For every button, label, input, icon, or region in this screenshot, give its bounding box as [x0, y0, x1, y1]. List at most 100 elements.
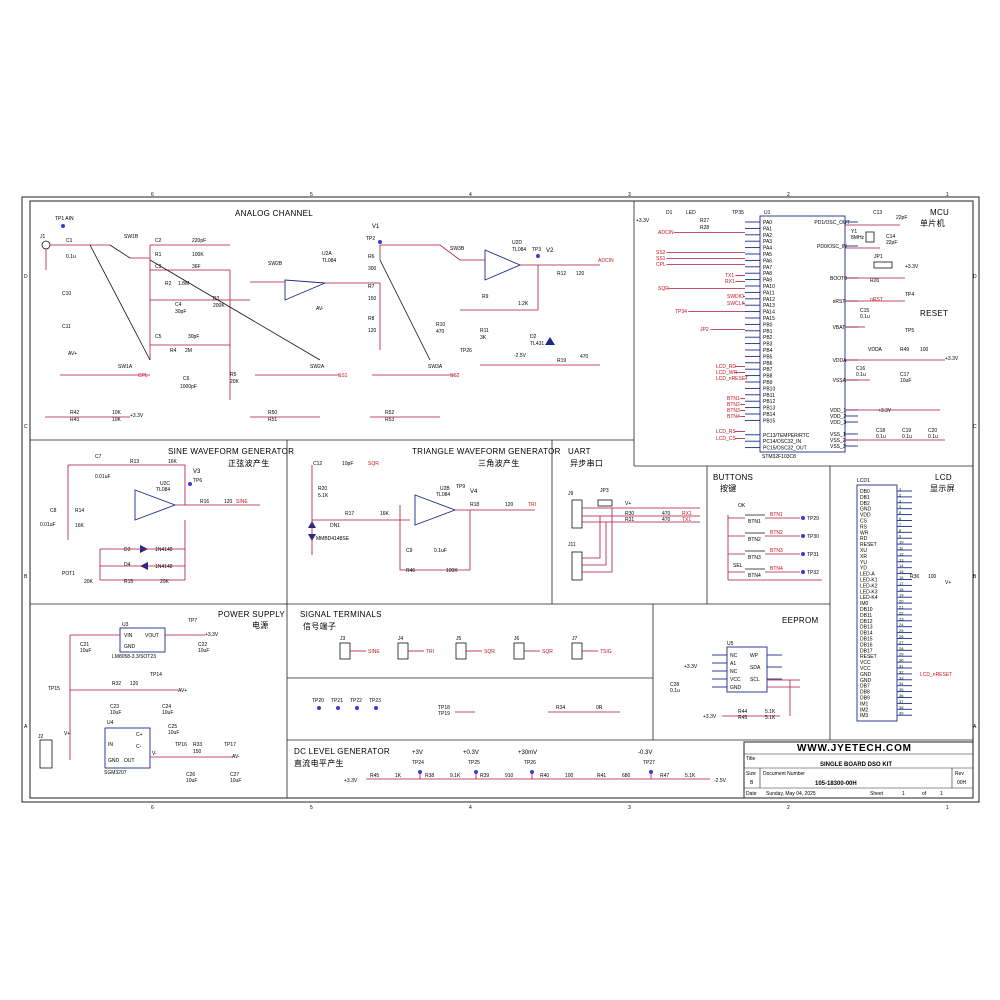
- button-4-ref: BTN4: [748, 573, 761, 579]
- mcu-pin-pa12: PA12: [763, 297, 775, 303]
- r11-label: R11: [480, 328, 489, 334]
- rev-label: Rev: [955, 771, 964, 777]
- mcu-net-sqr: SQR: [658, 286, 669, 292]
- cpl-net: CPL: [138, 373, 148, 379]
- mcu-pin-nrst: nRST: [833, 299, 846, 305]
- d3-value: 1N4148: [155, 547, 173, 553]
- u5-body: [726, 646, 768, 693]
- dc-tp24: TP24: [412, 760, 424, 766]
- c4-label: C4: [175, 302, 182, 308]
- r12-label: R12: [557, 271, 566, 277]
- buttons-title-cn: 按键: [720, 483, 737, 493]
- eeprom-pin-scl: SCL: [750, 677, 760, 683]
- tp-tp20-dot: [317, 706, 321, 710]
- lcd-pin-db12: DB12: [860, 619, 873, 625]
- dc-tp26: TP26: [524, 760, 536, 766]
- r36-label: R36: [910, 574, 919, 580]
- jp3-label: JP3: [600, 488, 609, 494]
- zone-col-bottom-2: 2: [787, 805, 790, 811]
- zone-row-left-B: B: [24, 574, 28, 580]
- dc-tp27: TP27: [643, 760, 655, 766]
- c8-label: C8: [50, 508, 57, 514]
- lcd-pin-num: 1: [899, 487, 902, 492]
- tp17-label: TP17: [224, 742, 236, 748]
- lcd-pin-num: 9: [899, 534, 902, 539]
- r34-value: 0R: [596, 705, 603, 711]
- mcu-pin-boot0: BOOT0: [830, 276, 847, 282]
- lcd-pin-db16: DB16: [860, 642, 873, 648]
- button-3-tp-dot: [801, 552, 805, 556]
- c8-value: 0.01uF: [40, 522, 56, 528]
- lcd-pin-vcc: VCC: [860, 666, 871, 672]
- title-label: Title: [746, 756, 755, 762]
- mcu-net-cpl: CPL: [656, 262, 666, 268]
- r46-label: R46: [406, 568, 415, 574]
- eeprom-pin-wp: WP: [750, 653, 759, 659]
- lcd-pin-num: 38: [899, 705, 904, 710]
- mcu-pin-pb15: PB15: [763, 418, 775, 424]
- c22-value: 10uF: [198, 648, 209, 654]
- lcd-vplus: V+: [945, 580, 951, 586]
- c3-label: C3: [155, 264, 162, 270]
- r2-value: 1.8M: [178, 281, 189, 287]
- lcd-pin-db0: DB0: [860, 489, 870, 495]
- r17-value: 16K: [380, 511, 390, 517]
- tp1-dot: [61, 224, 65, 228]
- lcd-pin-db1: DB1: [860, 495, 870, 501]
- u4-gnd: GND: [108, 758, 120, 764]
- u4-cminus: C-: [136, 744, 142, 750]
- tp3-label: TP3: [532, 247, 541, 253]
- lcd-pin-im3: IM3: [860, 713, 869, 719]
- lcd-pin-im2: IM2: [860, 707, 869, 713]
- mcu-pin-pa3: PA3: [763, 239, 772, 245]
- title-block: WWW.JYETECH.COM Title SINGLE BOARD DSO K…: [743, 741, 974, 799]
- button-4-net: BTN4: [770, 566, 783, 572]
- d3-label: D3: [124, 547, 131, 553]
- size-value: B: [750, 780, 754, 786]
- u2a-label: U2A: [322, 251, 332, 257]
- lcd-pin-num: 14: [899, 563, 904, 568]
- r49-label: R49: [900, 347, 909, 353]
- dc-tp24-dot: [418, 770, 422, 774]
- u5-label: U5: [727, 641, 734, 647]
- jyetech-url: WWW.JYETECH.COM: [797, 743, 912, 754]
- c23-label: C23: [110, 704, 119, 710]
- mcu-pin-pb3: PB3: [763, 342, 773, 348]
- lcd-pin-im1: IM1: [860, 701, 869, 707]
- pot1-value: 20K: [84, 579, 94, 585]
- u4-out: OUT: [124, 758, 135, 764]
- sw1a-label: SW1A: [118, 364, 133, 370]
- power-title: POWER SUPPLY: [218, 610, 285, 619]
- tp6-label: TP6: [193, 478, 202, 484]
- title-value: SINGLE BOARD DSO KIT: [820, 762, 892, 768]
- u4-vminus: V-: [152, 751, 157, 757]
- r26-label: R26: [870, 278, 879, 284]
- lcd-pin-num: 13: [899, 557, 904, 562]
- lcd-pin-xu: XU: [860, 548, 867, 554]
- c12-label: C12: [313, 461, 322, 467]
- lcd-pin-db8: DB8: [860, 690, 870, 696]
- lcd-pin-im0: IM0: [860, 601, 869, 607]
- mcu-pin-pc13-temper-rtc: PC13/TEMPER/RTC: [763, 433, 810, 439]
- dc-neg: -2.5V: [714, 778, 727, 784]
- date-value: Sunday, May 04, 2025: [766, 791, 816, 797]
- dc-level-2: +30mV: [518, 750, 537, 756]
- zone-col-top-3: 3: [628, 192, 631, 198]
- mcu-pin-pb12: PB12: [763, 399, 775, 405]
- r3-value: 200K: [213, 303, 225, 309]
- mcu-v33-b: +3.3V: [905, 264, 919, 270]
- uart-title: UART: [568, 447, 591, 456]
- r27-label: R27: [700, 218, 709, 224]
- terminal-j3-body: [339, 642, 351, 660]
- dc-tp27-dot: [649, 770, 653, 774]
- dc-level-0: +3V: [412, 750, 423, 756]
- lcd-pin-yu: YU: [860, 560, 867, 566]
- r8-value: 120: [368, 328, 377, 334]
- c17-value: 10uF: [900, 378, 911, 384]
- r5-value: 20K: [230, 379, 240, 385]
- neg25-net: -2.5V: [514, 353, 527, 359]
- dc-res-r45-value: 1K: [395, 773, 402, 779]
